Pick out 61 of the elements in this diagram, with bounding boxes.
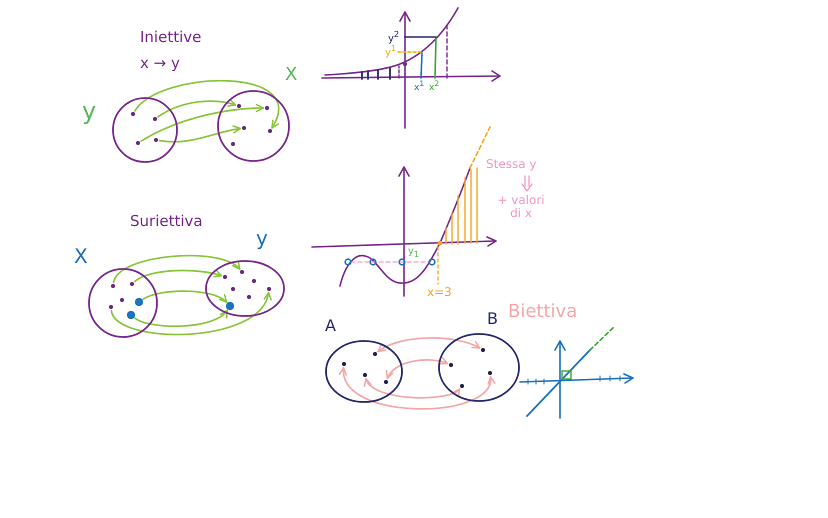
dot-icon xyxy=(152,116,158,122)
axis-label: x$^{1}$ xyxy=(414,80,424,94)
heading: Biettiva xyxy=(508,302,578,322)
dot-icon xyxy=(108,304,114,310)
curved-arrow xyxy=(110,292,270,336)
dot-icon xyxy=(242,126,246,130)
heading: Suriettiva xyxy=(130,213,203,230)
dot-icon xyxy=(266,286,272,292)
curved-arrow xyxy=(365,378,461,399)
note-text: + valori di x xyxy=(496,194,546,220)
dot-icon xyxy=(362,372,368,378)
dot-icon xyxy=(230,286,236,292)
curved-arrow xyxy=(142,290,228,304)
note-text: Stessa y xyxy=(486,158,536,172)
dot-icon xyxy=(460,384,464,388)
dot-icon xyxy=(226,302,234,310)
dot-icon xyxy=(222,274,228,280)
notation-text: x → y xyxy=(140,55,180,72)
curved-arrow xyxy=(157,99,236,118)
dot-icon xyxy=(448,362,454,368)
curved-arrow xyxy=(112,254,241,284)
dot-icon xyxy=(236,104,242,108)
axis-label: x$^{2}$ xyxy=(429,80,440,94)
dot-icon xyxy=(372,352,378,356)
set-label: B xyxy=(487,311,498,327)
curved-arrow xyxy=(377,337,480,352)
curved-arrow xyxy=(134,80,280,129)
dot-icon xyxy=(268,128,272,134)
curved-arrow xyxy=(134,270,222,282)
dot-icon xyxy=(120,298,124,302)
axis-label: y$_{1}$ xyxy=(408,246,420,260)
set-label: X xyxy=(74,246,88,266)
curved-arrow xyxy=(140,104,264,142)
axis-label: y$^{2}$ xyxy=(388,30,400,44)
dot-icon xyxy=(130,112,136,116)
dot-icon xyxy=(136,140,140,146)
curved-arrow xyxy=(386,357,448,380)
dot-icon xyxy=(488,370,492,376)
dot-icon xyxy=(130,282,134,286)
curved-arrow xyxy=(340,367,494,410)
curved-arrow xyxy=(134,309,228,328)
heading: Iniettive xyxy=(140,29,202,46)
dot-icon xyxy=(252,278,256,284)
curved-arrow xyxy=(158,125,242,143)
dot-icon xyxy=(246,294,252,300)
dot-icon xyxy=(240,270,244,274)
dot-icon xyxy=(230,142,236,146)
value-label: x=3 xyxy=(427,286,452,300)
dot-icon xyxy=(480,348,486,352)
set-label: y xyxy=(256,228,268,248)
set-label: X xyxy=(285,66,298,84)
dot-icon xyxy=(154,138,158,142)
dot-icon xyxy=(110,284,116,288)
axis-label: y$^{1}$ xyxy=(385,44,396,58)
dot-icon xyxy=(342,362,346,366)
dot-icon xyxy=(127,311,135,319)
dot-icon xyxy=(264,106,270,110)
dot-icon xyxy=(384,380,388,384)
dot-icon xyxy=(135,298,143,306)
set-label: A xyxy=(325,318,336,334)
set-label: y xyxy=(82,99,96,123)
